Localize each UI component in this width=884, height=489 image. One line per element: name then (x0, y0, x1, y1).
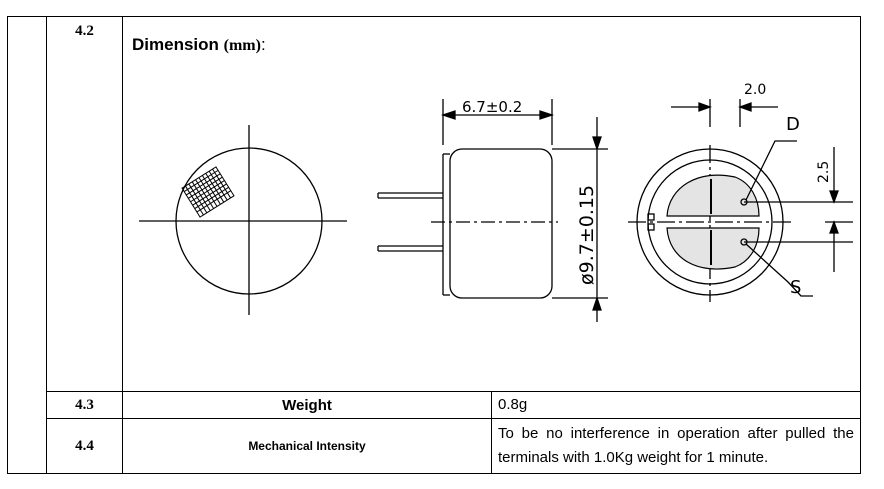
offset-arrow-bottom (829, 220, 839, 234)
length-arrow-left (440, 110, 456, 120)
spec-table: 4.2 Dimension (mm): (7, 16, 861, 474)
leader-s (745, 243, 813, 297)
index-mark-lower (647, 223, 655, 231)
offset-arrow-top (829, 190, 839, 204)
leader-d (745, 140, 797, 201)
side-view (377, 99, 608, 322)
length-arrow-right (539, 110, 555, 120)
dimension-title: Dimension (mm): (132, 35, 266, 55)
pin-offset-label: 2.5 (816, 161, 832, 183)
section-number: 4.2 (46, 16, 123, 392)
dimension-title-text: Dimension (132, 35, 219, 54)
diameter-arrow-bottom (592, 295, 602, 311)
top-view (139, 125, 347, 315)
diameter-arrow-top (592, 136, 602, 152)
section-number: 4.3 (46, 391, 123, 419)
top-view-mesh (181, 166, 235, 218)
pin-d-label: D (786, 114, 800, 135)
dimension-cell: Dimension (mm): (122, 16, 861, 392)
index-mark-upper (647, 213, 655, 221)
row-mechanical-intensity: 4.4 Mechanical Intensity To be no interf… (8, 418, 861, 474)
dimension-drawing: 6.7±0.2 ø9.7±0.15 (139, 82, 853, 322)
length-label: 6.7±0.2 (462, 98, 522, 116)
pin-spacing-label: 2.0 (744, 82, 766, 98)
pad-lower (666, 227, 760, 270)
weight-label: Weight (122, 391, 492, 419)
bottom-view (628, 99, 853, 302)
dimension-colon: : (260, 35, 266, 54)
row-dimension: 4.2 Dimension (mm): (7, 16, 861, 474)
side-view-body (449, 148, 553, 299)
pad-upper (666, 174, 760, 217)
row-weight: 4.3 Weight 0.8g (8, 391, 861, 419)
weight-value: 0.8g (491, 391, 861, 419)
blank-column (7, 16, 47, 474)
mechanical-intensity-value: To be no interference in operation after… (491, 418, 861, 474)
mechanical-intensity-label: Mechanical Intensity (122, 418, 492, 474)
dimension-unit: (mm) (223, 37, 261, 54)
spacing-arrow-left (698, 102, 712, 112)
pin-s-label: S (790, 277, 801, 298)
spacing-arrow-right (738, 102, 752, 112)
section-number: 4.4 (46, 418, 123, 474)
diameter-label: ø9.7±0.15 (576, 185, 598, 285)
